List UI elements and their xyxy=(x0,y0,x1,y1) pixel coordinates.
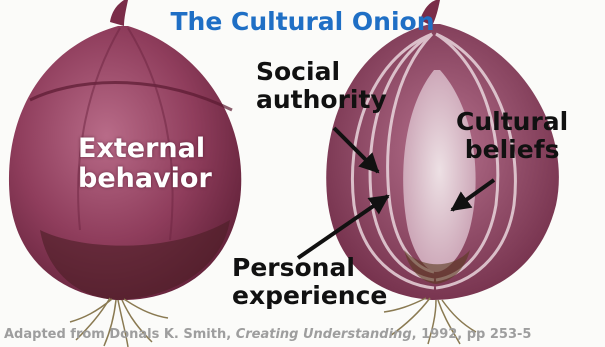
personal-experience-line-2: experience xyxy=(232,281,388,310)
caption-prefix: Adapted from Donals K. Smith, xyxy=(4,327,236,342)
source-caption: Adapted from Donals K. Smith, Creating U… xyxy=(4,327,531,342)
halved-onion-icon xyxy=(326,0,559,345)
external-behavior-line-2: behavior xyxy=(78,163,212,195)
personal-experience-label: Personal experience xyxy=(232,254,387,310)
cultural-beliefs-label: Cultural beliefs xyxy=(456,108,568,164)
social-authority-line-2: authority xyxy=(256,85,387,114)
social-authority-label: Social authority xyxy=(256,58,387,114)
arrow-personal-icon xyxy=(296,194,390,260)
personal-experience-line-1: Personal xyxy=(232,253,355,282)
external-behavior-label: External behavior xyxy=(78,133,212,195)
caption-suffix: , 1992, pp 253-5 xyxy=(411,327,532,342)
slide-title: The Cultural Onion xyxy=(170,7,435,36)
whole-onion-icon xyxy=(8,0,242,347)
arrow-social-icon xyxy=(332,126,380,174)
social-authority-line-1: Social xyxy=(256,57,341,86)
external-behavior-line-1: External xyxy=(78,133,206,164)
cultural-beliefs-line-2: beliefs xyxy=(464,135,560,164)
arrow-cultural-icon xyxy=(450,178,496,212)
cultural-beliefs-line-1: Cultural xyxy=(456,107,569,136)
caption-book-title: Creating Understanding xyxy=(235,327,412,342)
